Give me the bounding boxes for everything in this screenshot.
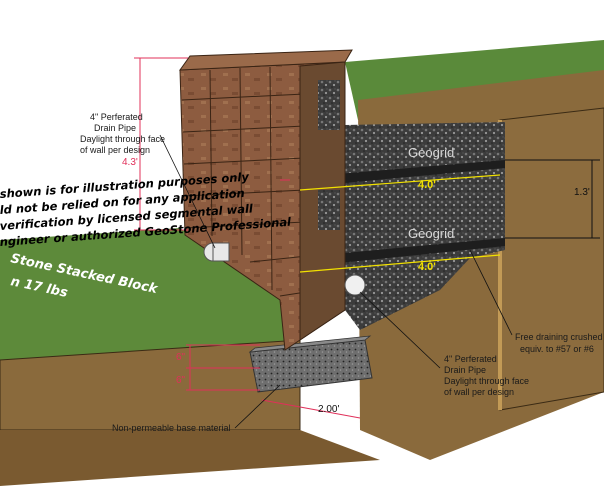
embed-dim-a: 6" xyxy=(176,352,186,363)
front-soil-bottom xyxy=(0,430,380,486)
svg-text:Drain Pipe: Drain Pipe xyxy=(94,123,136,133)
top-pipe-label: 4" Perferated Drain Pipe Daylight throug… xyxy=(80,112,165,155)
wall-height-dim: 4.3' xyxy=(122,157,138,168)
base-width-dim: 2.00' xyxy=(318,404,339,415)
grid-spacing-dim: 1.3' xyxy=(574,187,590,198)
geogrid-label-upper: Geogrid xyxy=(408,145,454,160)
right-soil-face xyxy=(499,107,604,411)
crushed-stone-label: Free draining crushed equiv. to #57 or #… xyxy=(515,332,603,354)
svg-text:Daylight through face: Daylight through face xyxy=(80,134,165,144)
svg-text:of wall per design: of wall per design xyxy=(80,145,150,155)
wall-top xyxy=(178,49,353,71)
svg-text:4" Perferated: 4" Perferated xyxy=(444,354,497,364)
svg-text:Daylight through face: Daylight through face xyxy=(444,376,529,386)
embed-dim-b: 6" xyxy=(176,375,186,386)
geogrid-label-lower: Geogrid xyxy=(408,226,454,241)
bottom-pipe-label: 4" Perferated Drain Pipe Daylight throug… xyxy=(444,354,529,397)
base-material-label: Non-permeable base material xyxy=(112,423,231,433)
svg-text:Free draining crushed: Free draining crushed xyxy=(515,332,603,342)
svg-text:Drain Pipe: Drain Pipe xyxy=(444,365,486,375)
grid-length-upper-dim: 4.0' xyxy=(418,179,436,191)
upper-drain-pipe-icon xyxy=(203,242,230,262)
svg-text:of wall per design: of wall per design xyxy=(444,387,514,397)
disclaimer-text: shown is for illustration purposes only … xyxy=(0,170,293,249)
lower-drain-pipe-icon xyxy=(344,274,366,296)
svg-text:4" Perferated: 4" Perferated xyxy=(90,112,143,122)
svg-text:equiv. to #57 or #6: equiv. to #57 or #6 xyxy=(520,344,594,354)
grid-length-lower-dim: 4.0' xyxy=(418,261,436,273)
